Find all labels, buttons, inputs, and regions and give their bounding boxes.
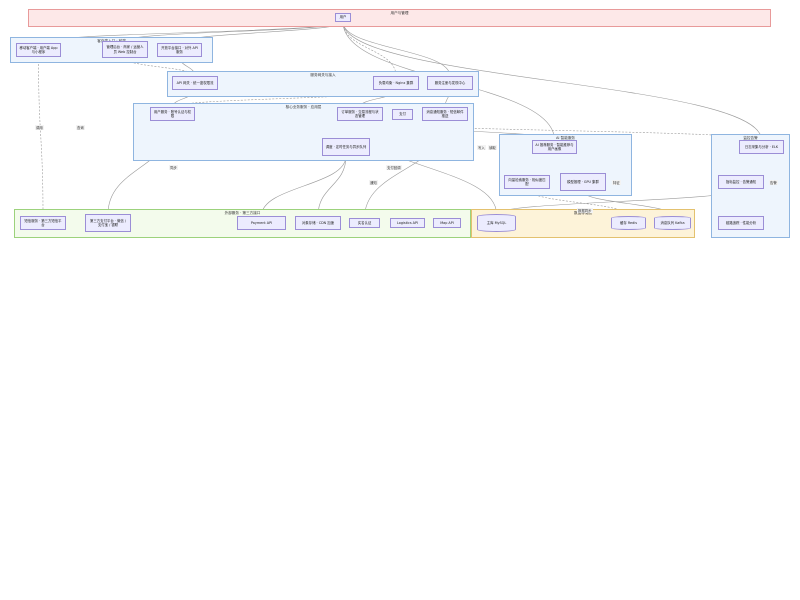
admin-console-node[interactable]: 管理后台 · 商家 / 运营人员 Web 控制台 [102, 41, 148, 58]
edge-user-node-to-load-balancer-node [342, 21, 398, 77]
edge-label-write: 写入 [477, 145, 486, 150]
group-top-title: 用户与管理 [390, 11, 409, 15]
model-inference-node[interactable]: 模型推理 · GPU 集群 [560, 173, 606, 191]
group-gateway-title: 服务网关与接入 [310, 73, 336, 77]
third-party-pay-node[interactable]: 第三方支付平台 · 微信 / 支付宝 / 银联 [85, 214, 131, 232]
object-storage-node[interactable]: 对象存储 · CDN 加速 [295, 216, 341, 230]
order-service-node[interactable]: 订单服务 · 交易流程与状态管理 [337, 107, 383, 121]
group-external-title: 外部服务 · 第三方接口 [224, 211, 261, 215]
sms-service-node[interactable]: 短信服务 · 第三方短信平台 [20, 216, 66, 230]
edge-label-pay-callback: 支付回调 [386, 165, 402, 170]
edge-mobile-client-node-to-sms-service-node [38, 56, 45, 217]
group-core-title: 核心业务服务 · 应用层 [285, 105, 322, 109]
user-node[interactable]: 用户 [335, 13, 351, 22]
kafka-queue-node[interactable]: 消息队列 Kafka [654, 216, 691, 230]
logistics-api-node[interactable]: Logistics API [390, 218, 425, 228]
edge-scheduler-node-to-object-storage-node [316, 155, 347, 217]
log-analysis-node[interactable]: 日志采集与分析 · ELK [739, 140, 784, 154]
edge-label-call: 调用 [35, 125, 44, 130]
redis-cache-node[interactable]: 缓存 Redis [611, 216, 646, 230]
vector-search-node[interactable]: 向量检索服务 · 相似度匹配 [504, 175, 550, 189]
group-ai-title: AI 智能服务 [555, 136, 576, 140]
edge-label-query: 查询 [76, 125, 85, 130]
load-balancer-node[interactable]: 负载均衡 · Nginx 集群 [373, 76, 419, 90]
group-data-title: 数据存储层 [574, 211, 592, 215]
notify-service-node[interactable]: 消息通知服务 · 短信邮件推送 [422, 107, 468, 121]
mysql-db-node[interactable]: 主库 MySQL [477, 214, 516, 232]
mobile-client-node[interactable]: 移动客户端 · 用户端 App 与小程序 [16, 43, 61, 57]
payment-node[interactable]: 支付 [392, 109, 413, 120]
metrics-alarm-node[interactable]: 指标监控 · 告警通知 [718, 175, 764, 189]
map-api-node[interactable]: Map API [433, 218, 461, 228]
edge-label-feature: 特征 [612, 180, 621, 185]
edge-label-alarm: 告警 [769, 180, 778, 185]
api-gateway-node[interactable]: API 网关 · 统一鉴权限流 [172, 76, 218, 90]
open-api-node[interactable]: 开放平台接口 · 对外 API 服务 [157, 43, 202, 57]
edge-user-node-to-log-analysis-node [342, 21, 763, 141]
edge-label-read: 读取 [488, 145, 497, 150]
group-monitor-title: 监控告警 [743, 136, 758, 140]
payment-api-node[interactable]: Payment API [237, 216, 286, 230]
user-service-node[interactable]: 用户服务 · 账号认证与权限 [150, 107, 195, 121]
edge-user-node-to-service-registry-node [342, 21, 452, 77]
ai-recommend-node[interactable]: AI 推荐服务 · 智能推荐与用户画像 [532, 140, 577, 154]
edge-label-data-sync: 数据同步 [577, 208, 593, 213]
edge-label-notify: 通知 [369, 180, 378, 185]
group-top: 用户与管理 [28, 9, 771, 27]
service-registry-node[interactable]: 服务注册与发现中心 [427, 76, 473, 90]
realname-auth-node[interactable]: 实名认证 [349, 218, 380, 228]
scheduler-node[interactable]: 调度 · 定时任务与异步队列 [322, 138, 370, 156]
edge-scheduler-node-to-payment-api-node [260, 155, 347, 217]
tracing-node[interactable]: 链路追踪 · 性能分析 [718, 216, 764, 230]
edge-label-sync: 同步 [169, 165, 178, 170]
